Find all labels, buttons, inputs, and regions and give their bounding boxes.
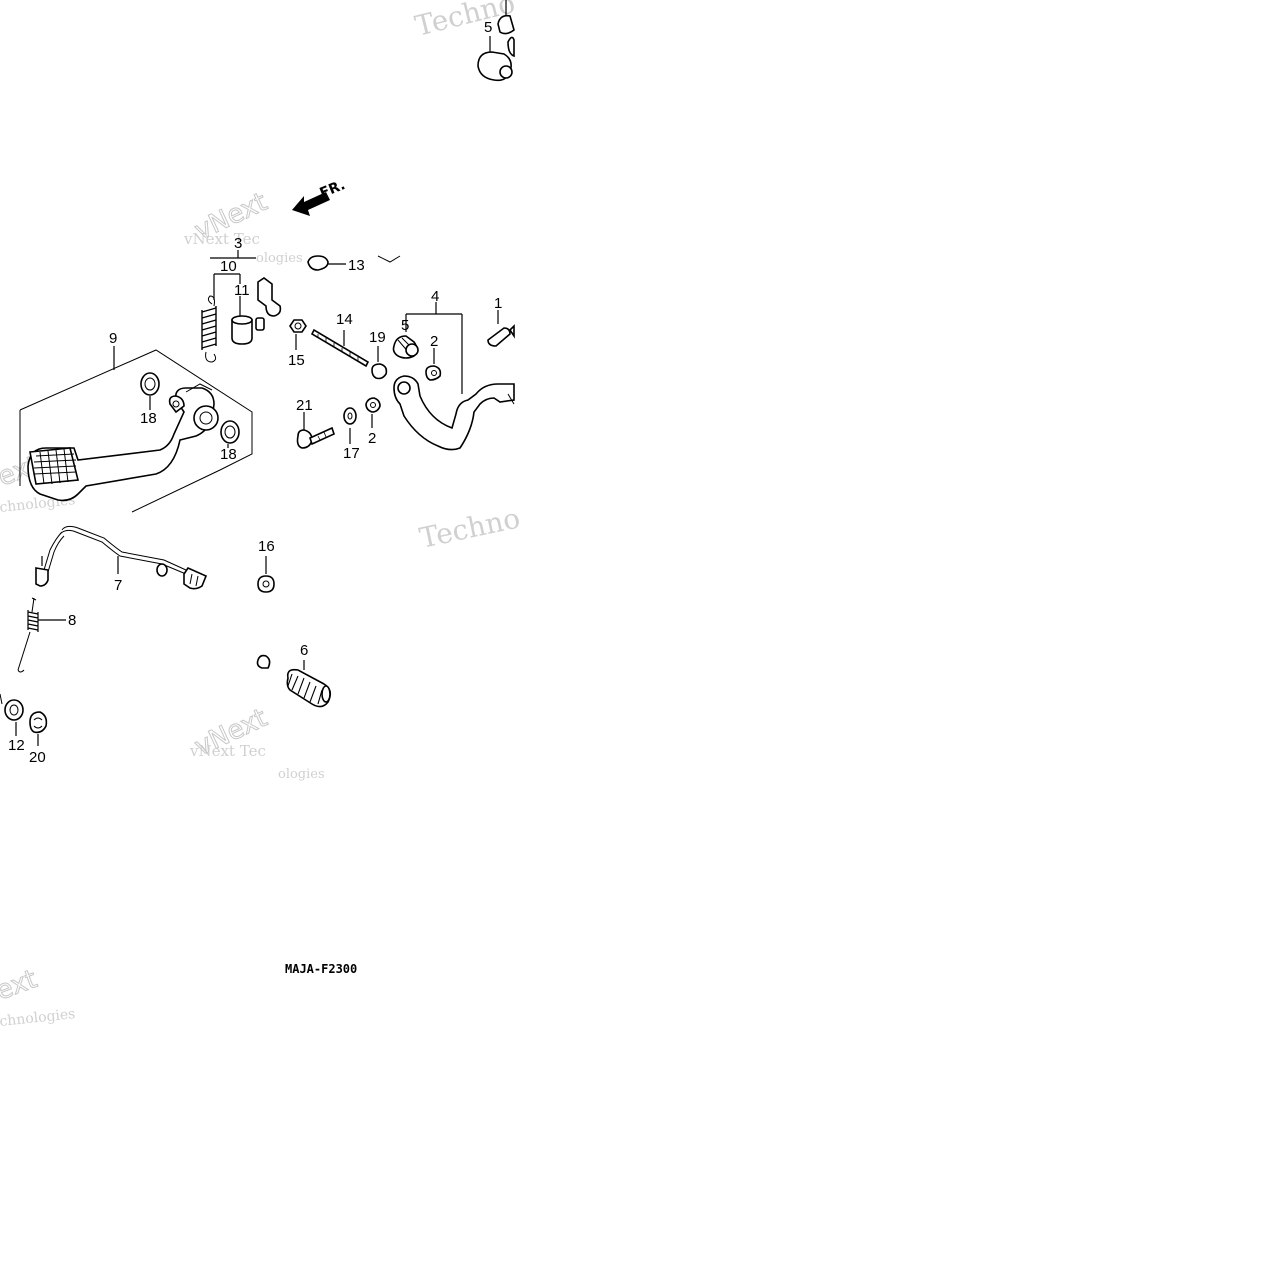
callout-18-right: 18 (220, 446, 237, 463)
part-nut-19 (371, 346, 388, 380)
part-nut-15 (289, 319, 307, 350)
callout-20: 20 (29, 749, 46, 766)
callout-5-top: 5 (484, 19, 492, 36)
callout-4: 4 (431, 288, 439, 305)
part-washer-12 (0, 693, 24, 736)
watermark-vnext-serif-1: vNext Tec (183, 230, 260, 248)
part-rod-assembly-4 (405, 302, 463, 394)
part-joint-5 (392, 335, 419, 359)
direction-label: FR. (318, 177, 348, 202)
part-nut-2-upper (425, 348, 442, 381)
part-stop-switch-7 (35, 525, 208, 590)
callout-21: 21 (296, 397, 313, 414)
part-collar-11 (231, 296, 253, 345)
part-ring-small (256, 654, 271, 669)
callout-3: 3 (234, 235, 242, 252)
part-clip-20 (29, 711, 48, 746)
part-grommet-16 (257, 556, 275, 593)
callout-15: 15 (288, 352, 305, 369)
watermark-ext-bottom: ext (0, 964, 41, 1006)
part-brake-pedal-9 (19, 346, 253, 513)
callout-7: 7 (114, 577, 122, 594)
callout-2-upper: 2 (430, 333, 438, 350)
part-bolt-14 (310, 328, 370, 368)
part-dust-seal-18a (140, 372, 160, 410)
callout-6: 6 (300, 642, 308, 659)
watermarks: Techno vNext vNext Tec ologies ext chnol… (0, 0, 523, 1030)
callout-19: 19 (369, 329, 386, 346)
callout-14: 14 (336, 311, 353, 328)
arrow-icon (292, 192, 330, 216)
callout-13: 13 (348, 257, 365, 274)
diagram-code: MAJA-F2300 (285, 962, 357, 976)
callout-5-mid: 5 (401, 317, 409, 334)
front-direction-arrow: FR. (292, 177, 348, 216)
callout-10: 10 (220, 258, 237, 275)
callout-2-lower: 2 (368, 430, 376, 447)
part-dust-seal-18b (220, 420, 240, 448)
part-joint-top (477, 0, 515, 82)
part-switch-spring-8 (17, 597, 66, 673)
watermark-ologies-1: ologies (256, 251, 303, 266)
watermark-vnext-serif-2: vNext Tec (189, 742, 266, 760)
callout-8: 8 (68, 612, 76, 629)
part-pin-1 (487, 310, 515, 347)
callout-12: 12 (8, 737, 25, 754)
callout-18-left: 18 (140, 410, 157, 427)
part-footpeg-rubber-6 (286, 660, 332, 708)
part-nut-13 (307, 255, 346, 271)
part-return-spring-10 (201, 273, 241, 363)
callout-11: 11 (234, 282, 250, 299)
part-nut-2-lower (365, 397, 381, 428)
callout-9: 9 (109, 330, 117, 347)
part-bolt-21 (296, 412, 335, 449)
callout-1: 1 (494, 295, 502, 312)
callout-labels: 5 3 13 10 11 4 1 14 5 9 19 2 15 21 18 2 … (8, 19, 502, 766)
callout-17: 17 (343, 445, 360, 462)
part-brake-arm-right (393, 375, 515, 451)
part-washer-17 (343, 407, 357, 444)
watermark-techno-right: Techno (417, 501, 523, 554)
watermark-chnologies-bottom: chnologies (0, 1006, 76, 1030)
part-rod-end-3 (210, 250, 401, 331)
callout-16: 16 (258, 538, 275, 555)
watermark-ologies-2: ologies (278, 767, 325, 782)
